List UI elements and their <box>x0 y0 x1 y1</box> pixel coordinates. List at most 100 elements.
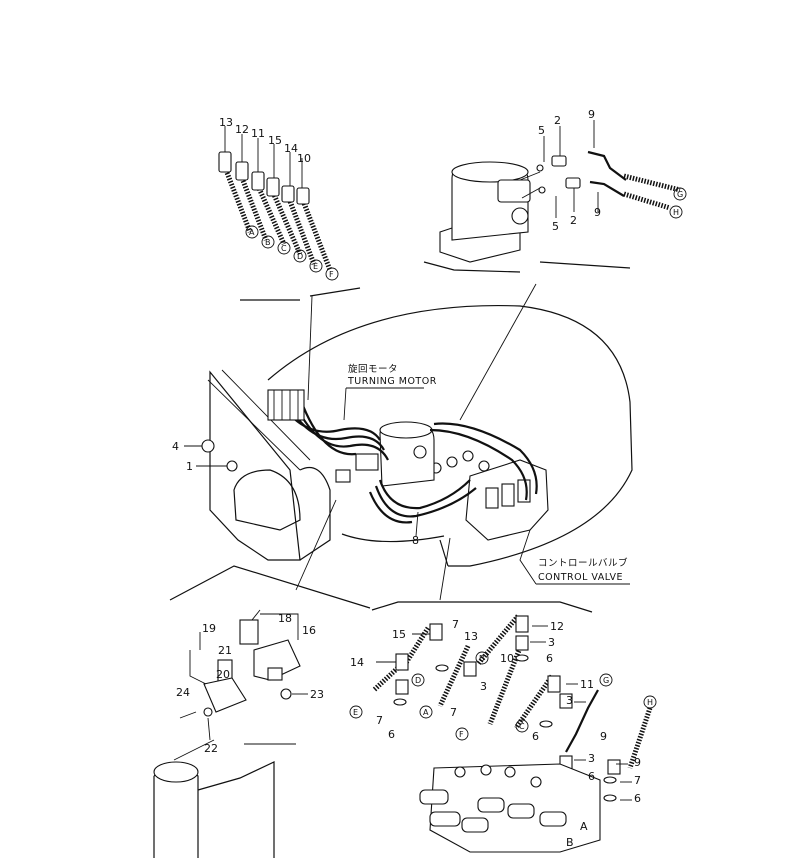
svg-text:3: 3 <box>548 636 555 649</box>
letter-circle-br-f: F <box>455 727 469 741</box>
callout-br-3d: 3 <box>480 680 487 693</box>
svg-text:7: 7 <box>634 774 641 787</box>
label-turning-motor: 旋回モータ TURNING MOTOR <box>343 363 437 421</box>
letter-circle-br-d: D <box>411 673 425 687</box>
svg-text:3: 3 <box>588 752 595 765</box>
letter-circle-d: D <box>293 249 307 263</box>
svg-text:8: 8 <box>412 534 419 547</box>
callout-br-13: 13 <box>464 630 478 643</box>
svg-text:23: 23 <box>310 688 324 701</box>
turning-motor-detail <box>423 120 681 273</box>
callout-br-3b: 3 <box>566 694 573 707</box>
callout-14: 14 <box>284 142 298 155</box>
callout-4: 4 <box>172 440 179 453</box>
svg-text:C: C <box>519 722 525 731</box>
callout-br-15: 15 <box>392 628 406 641</box>
callout-13: 13 <box>219 116 233 129</box>
svg-text:5: 5 <box>552 220 559 233</box>
svg-text:3: 3 <box>480 680 487 693</box>
svg-text:H: H <box>673 208 679 217</box>
svg-text:H: H <box>647 698 653 707</box>
callout-9-top: 9 <box>588 108 595 121</box>
svg-text:A: A <box>249 228 255 237</box>
callout-br-3c: 3 <box>588 752 595 765</box>
bracket-detail <box>153 565 371 858</box>
svg-text:G: G <box>677 190 683 199</box>
svg-text:B: B <box>265 238 271 247</box>
svg-text:18: 18 <box>278 612 292 625</box>
svg-text:13: 13 <box>219 116 233 129</box>
svg-text:7: 7 <box>450 706 457 719</box>
callout-18: 18 <box>278 612 292 625</box>
svg-text:2: 2 <box>554 114 561 127</box>
letter-circle-g: G <box>673 187 687 201</box>
letter-circle-br-b: B <box>475 651 489 665</box>
callout-12: 12 <box>235 123 249 136</box>
svg-text:10: 10 <box>297 152 311 165</box>
letter-circle-e: E <box>309 259 323 273</box>
svg-text:14: 14 <box>284 142 298 155</box>
svg-text:CONTROL VALVE: CONTROL VALVE <box>538 572 623 583</box>
svg-text:6: 6 <box>388 728 395 741</box>
svg-text:6: 6 <box>588 770 595 783</box>
revolving-frame <box>207 304 633 567</box>
svg-text:1: 1 <box>186 460 193 473</box>
callout-15: 15 <box>268 134 282 147</box>
callout-24: 24 <box>176 686 190 699</box>
callout-br-9b: 9 <box>634 756 641 769</box>
control-valve-main <box>430 450 549 541</box>
svg-text:D: D <box>297 252 303 261</box>
callout-22: 22 <box>204 742 218 755</box>
letter-circle-c: C <box>277 241 291 255</box>
svg-text:4: 4 <box>172 440 179 453</box>
letter-circle-br-e: E <box>349 705 363 719</box>
hose-routing-main <box>184 389 538 524</box>
svg-text:10: 10 <box>500 652 514 665</box>
svg-text:9: 9 <box>588 108 595 121</box>
svg-text:7: 7 <box>376 714 383 727</box>
letter-circle-f: F <box>325 267 339 281</box>
svg-text:E: E <box>353 708 358 717</box>
svg-text:21: 21 <box>218 644 232 657</box>
svg-text:6: 6 <box>546 652 553 665</box>
callout-br-6c: 6 <box>388 728 395 741</box>
label-control-valve: コントロールバルブ CONTROL VALVE <box>519 529 630 585</box>
callout-16: 16 <box>302 624 316 637</box>
svg-text:6: 6 <box>532 730 539 743</box>
letter-circle-h: H <box>669 205 683 219</box>
callout-10: 10 <box>297 152 311 165</box>
hose-bundle-detail <box>218 126 361 301</box>
valve-port-b: B <box>566 836 574 849</box>
svg-text:11: 11 <box>580 678 594 691</box>
svg-text:D: D <box>415 676 421 685</box>
letter-circle-br-a: A <box>419 705 433 719</box>
callout-br-6a: 6 <box>546 652 553 665</box>
callout-2-bottom: 2 <box>570 214 577 227</box>
svg-text:15: 15 <box>392 628 406 641</box>
turning-motor-main <box>335 421 435 487</box>
callout-23: 23 <box>310 688 324 701</box>
svg-text:14: 14 <box>350 656 364 669</box>
callout-br-11: 11 <box>580 678 594 691</box>
valve-port-a: A <box>580 820 588 833</box>
svg-text:B: B <box>479 654 485 663</box>
svg-text:9: 9 <box>594 206 601 219</box>
svg-text:3: 3 <box>566 694 573 707</box>
svg-text:C: C <box>281 244 287 253</box>
svg-text:16: 16 <box>302 624 316 637</box>
control-valve-exploded <box>371 601 653 853</box>
svg-text:6: 6 <box>634 792 641 805</box>
svg-text:E: E <box>313 262 318 271</box>
svg-text:F: F <box>459 730 464 739</box>
svg-text:15: 15 <box>268 134 282 147</box>
svg-text:2: 2 <box>570 214 577 227</box>
svg-text:9: 9 <box>600 730 607 743</box>
callout-br-6b: 6 <box>532 730 539 743</box>
letter-circle-br-h: H <box>643 695 657 709</box>
callout-1: 1 <box>186 460 193 473</box>
svg-text:TURNING MOTOR: TURNING MOTOR <box>347 376 437 387</box>
callout-5-top: 5 <box>538 124 545 137</box>
svg-text:12: 12 <box>235 123 249 136</box>
callout-br-6e: 6 <box>588 770 595 783</box>
